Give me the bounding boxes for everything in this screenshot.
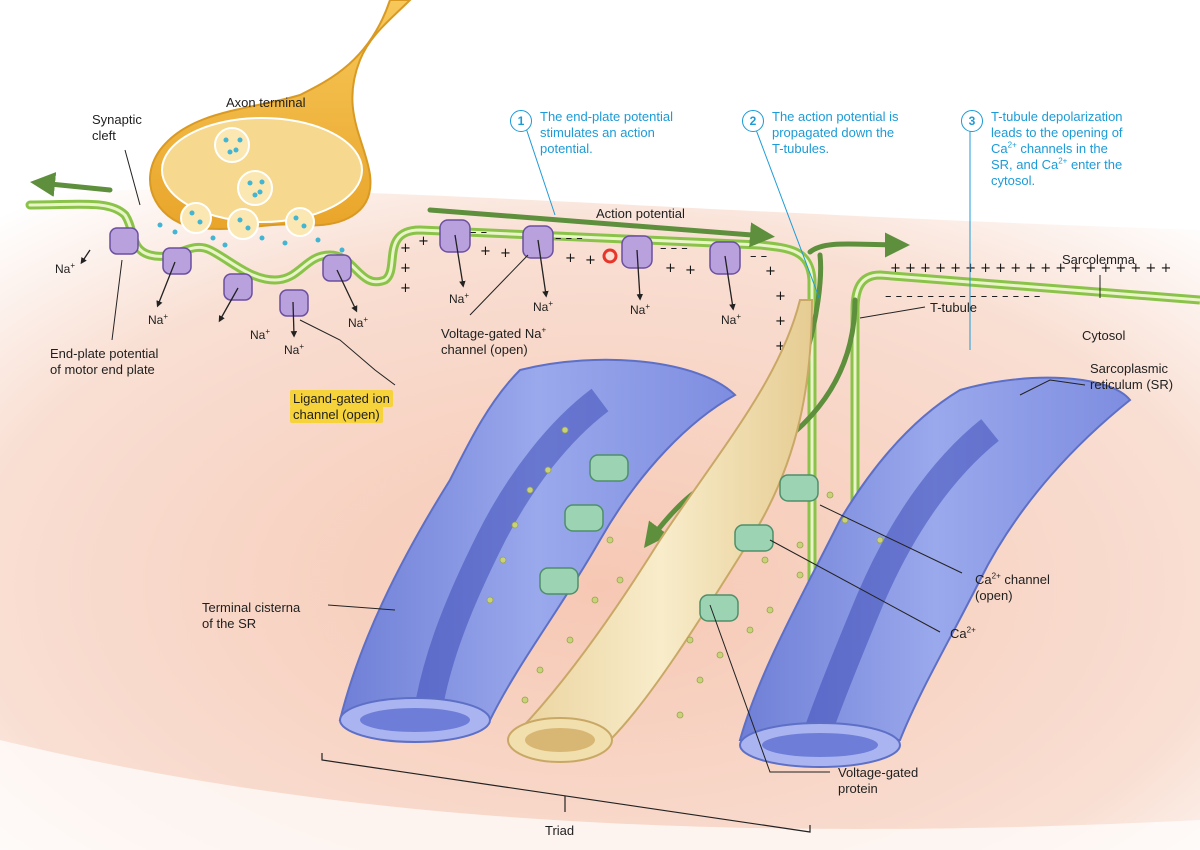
- synaptic-cleft-label: Synaptic cleft: [92, 112, 142, 143]
- na-ion-label: Na+: [449, 291, 470, 307]
- cytosol-label: Cytosol: [1082, 328, 1126, 343]
- svg-text:+: +: [585, 253, 596, 268]
- sarcoplasmic-reticulum-right: [738, 376, 1132, 768]
- terminal-cisterna-left: [338, 358, 737, 743]
- axon-terminal: [149, 0, 412, 240]
- step-2-number: 2: [742, 110, 764, 132]
- sarcolemma-label: Sarcolemma: [1062, 252, 1135, 267]
- svg-text:– – – – – – – – – – – – – – –: – – – – – – – – – – – – – – –: [885, 289, 1040, 304]
- end-plate-potential-label: End-plate potential of motor end plate: [50, 346, 159, 377]
- voltage-gated-protein-label: Voltage-gated protein: [838, 765, 919, 796]
- svg-text:– –: – –: [750, 249, 767, 264]
- t-tubule: [507, 299, 814, 763]
- na-ion-label: Na+: [721, 312, 742, 328]
- svg-text:+: +: [665, 261, 676, 276]
- svg-text:+ + + + + + + + + + + + + + +: + + + + + + + + + + + + + + + + + + +: [890, 261, 1171, 276]
- svg-text:+: +: [775, 339, 786, 354]
- step-1-text: The end-plate potential stimulates an ac…: [540, 109, 673, 156]
- axon-terminal-label: Axon terminal: [226, 95, 306, 110]
- calcium-ions: [486, 426, 884, 719]
- ca-ion-label: Ca2+: [950, 625, 976, 641]
- svg-text:+: +: [565, 251, 576, 266]
- ligand-gated-channel-label: Ligand-gated ion channel (open): [290, 390, 393, 423]
- ca-channels: [539, 454, 819, 622]
- svg-text:+: +: [775, 314, 786, 329]
- tissue-fade: [0, 740, 1200, 850]
- triad-label: Triad: [545, 823, 575, 838]
- depolarization-marker: [602, 248, 618, 264]
- ca-channel-label: Ca2+ channel (open): [975, 571, 1050, 603]
- neurotransmitter-molecules: [157, 137, 345, 253]
- svg-text:+: +: [500, 246, 511, 261]
- leader-lines: [111, 149, 1101, 773]
- svg-text:+: +: [765, 264, 776, 279]
- step-3-number: 3: [961, 110, 983, 132]
- na-ion-label: Na+: [630, 302, 651, 318]
- svg-text:+: +: [400, 261, 411, 276]
- step-1-number: 1: [510, 110, 532, 132]
- membrane-charges: + + + + + + + + + + + – – – – – – – – – – + + + + + + …: [400, 225, 1171, 379]
- svg-text:– – –: – – –: [555, 231, 583, 246]
- svg-text:+: +: [400, 241, 411, 256]
- step-3-text: T-tubule depolarization leads to the ope…: [991, 109, 1123, 188]
- voltage-gated-na-channel-label: Voltage-gated Na+ channel (open): [441, 325, 547, 357]
- sodium-influx-arrows: [80, 234, 736, 338]
- action-potential-label: Action potential: [596, 206, 685, 221]
- svg-text:+: +: [400, 281, 411, 296]
- step-leader-lines: [524, 124, 971, 350]
- svg-text:– –: – –: [470, 225, 487, 240]
- na-ion-label: Na+: [348, 315, 369, 331]
- na-ion-label: Na+: [533, 299, 554, 315]
- na-ion-label: Na+: [250, 327, 271, 343]
- svg-text:+: +: [418, 234, 429, 249]
- svg-text:+: +: [480, 244, 491, 259]
- t-tubule-label: T-tubule: [930, 300, 977, 315]
- sarcoplasmic-reticulum-label: Sarcoplasmic reticulum (SR): [1090, 361, 1174, 392]
- step-2-text: The action potential is propagated down …: [772, 109, 899, 156]
- na-ion-label: Na+: [148, 312, 169, 328]
- triad-bracket: [321, 753, 811, 833]
- svg-text:+: +: [775, 289, 786, 304]
- svg-text:+: +: [685, 263, 696, 278]
- na-ion-label: Na+: [55, 261, 76, 277]
- na-ion-label: Na+: [284, 342, 305, 358]
- terminal-cisterna-label: Terminal cisterna of the SR: [202, 600, 301, 631]
- svg-text:– – –: – – –: [660, 241, 688, 256]
